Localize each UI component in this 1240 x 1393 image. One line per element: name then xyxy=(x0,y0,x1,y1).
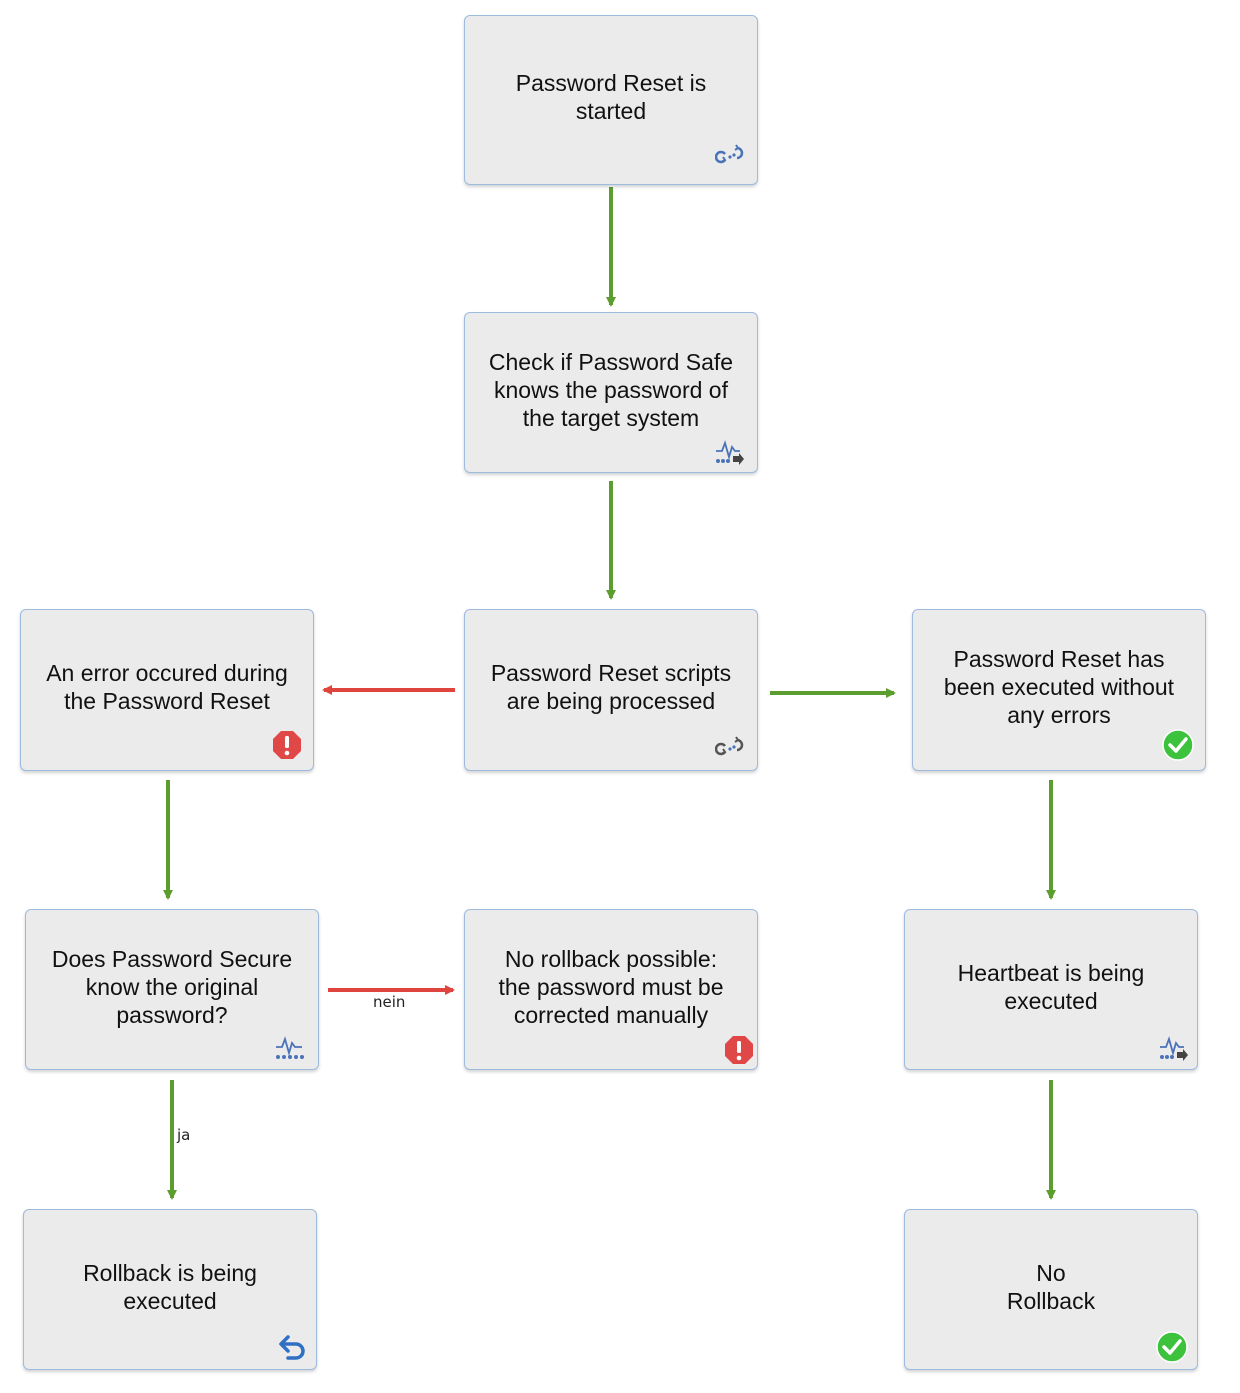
node-heartbeat: Heartbeat is being executed xyxy=(904,909,1198,1070)
node-start-label: Password Reset is started xyxy=(515,70,707,124)
node-success: Password Reset has been executed without… xyxy=(912,609,1206,771)
process-loop-icon xyxy=(715,736,744,756)
node-heartbeat-label: Heartbeat is being executed xyxy=(957,959,1145,1014)
node-success-label: Password Reset has been executed without… xyxy=(943,646,1175,728)
heartbeat-check-icon xyxy=(716,440,744,465)
error-octagon-icon xyxy=(273,731,301,759)
process-loop-icon xyxy=(715,144,744,164)
node-rollback: Rollback is being executed xyxy=(23,1209,317,1370)
node-error: An error occured during the Password Res… xyxy=(20,609,314,771)
edge-label-nein: nein xyxy=(373,993,406,1011)
node-processing-label: Password Reset scripts are being process… xyxy=(490,660,732,714)
heartbeat-dots-icon xyxy=(276,1036,304,1059)
node-check-label: Check if Password Safe knows the passwor… xyxy=(488,348,734,431)
node-no-rollback: No Rollback xyxy=(904,1209,1198,1370)
node-start: Password Reset is started xyxy=(464,15,758,185)
edge-label-ja: ja xyxy=(177,1126,191,1144)
node-does-know: Does Password Secure know the original p… xyxy=(25,909,319,1070)
heartbeat-check-icon xyxy=(1160,1036,1188,1061)
node-rollback-label: Rollback is being executed xyxy=(83,1259,257,1314)
node-check: Check if Password Safe knows the passwor… xyxy=(464,312,758,473)
success-check-icon xyxy=(1156,1331,1188,1363)
node-error-label: An error occured during the Password Res… xyxy=(46,660,288,714)
node-no-rollback-possible-label: No rollback possible: the password must … xyxy=(498,945,724,1028)
error-octagon-icon xyxy=(725,1036,753,1064)
node-processing: Password Reset scripts are being process… xyxy=(464,609,758,771)
node-does-know-label: Does Password Secure know the original p… xyxy=(51,945,293,1028)
undo-arrow-icon xyxy=(279,1335,305,1360)
node-no-rollback-possible: No rollback possible: the password must … xyxy=(464,909,758,1070)
node-no-rollback-label: No Rollback xyxy=(1006,1259,1096,1314)
success-check-icon xyxy=(1162,729,1194,761)
